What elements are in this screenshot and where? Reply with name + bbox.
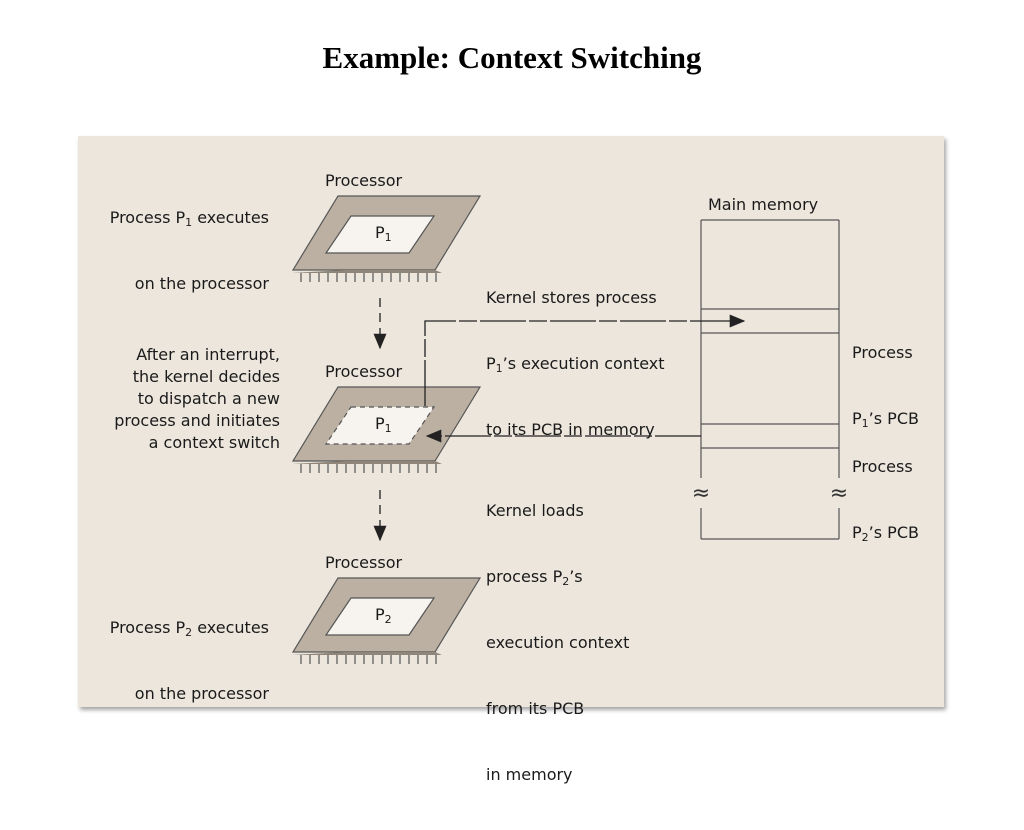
chip-label-3: P2 (375, 605, 392, 626)
diagram-panel: ≈ ≈ Process P1 executes on the processor… (78, 136, 944, 784)
p2-executes-label: Process P2 executes on the processor (109, 618, 269, 703)
store-context-arrow (424, 314, 746, 406)
processor-chip-2 (291, 386, 482, 473)
processor-label-3: Processor (325, 553, 403, 572)
processor-label-1: Processor (325, 171, 403, 190)
processor-label-2: Processor (325, 362, 403, 381)
chip-label-2: P1 (375, 414, 392, 435)
memory-break-left: ≈ (692, 481, 710, 506)
kernel-loads-label: Kernel loads process P2’s execution cont… (486, 501, 630, 784)
processor-chip-1 (291, 195, 482, 282)
chip-label-1: P1 (375, 223, 392, 244)
memory-break-right: ≈ (830, 481, 848, 506)
main-memory (700, 219, 840, 540)
context-switch-diagram: ≈ ≈ (291, 195, 848, 664)
pcb1-label: Process P1’s PCB (852, 343, 919, 430)
processor-chip-3 (291, 577, 482, 664)
interrupt-label: After an interrupt, the kernel decides t… (114, 345, 280, 452)
main-memory-label: Main memory (708, 195, 819, 214)
pcb2-label: Process P2’s PCB (852, 457, 919, 544)
slide-title: Example: Context Switching (322, 40, 702, 75)
kernel-stores-label: Kernel stores process P1’s execution con… (486, 288, 665, 439)
p1-executes-label: Process P1 executes on the processor (109, 208, 269, 293)
